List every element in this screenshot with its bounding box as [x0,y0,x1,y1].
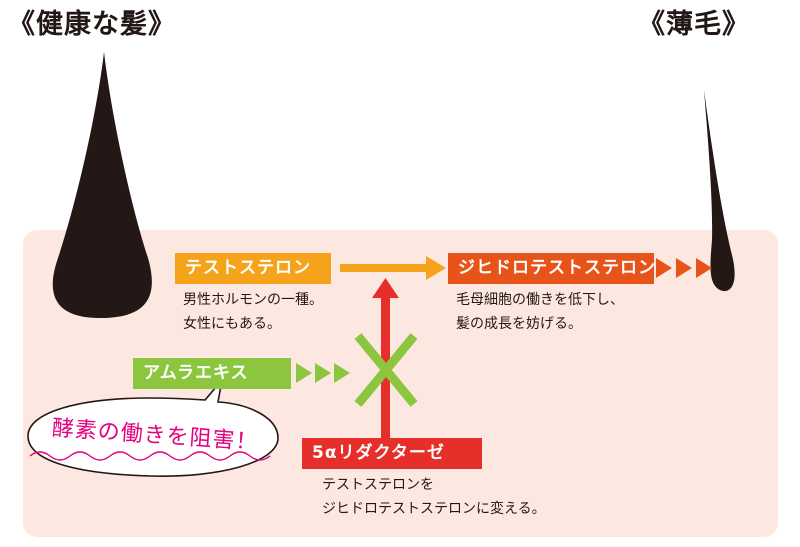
reductase-desc-line2: ジヒドロテストステロンに変える。 [322,501,546,517]
heading-healthy-hair: 《健康な髪》 [8,9,176,40]
healthy-hair-illustration [52,52,152,318]
x-mark-icon [354,333,418,407]
thin-hair-illustration [704,90,735,292]
testosterone-desc-line1: 男性ホルモンの一種。 [183,292,323,308]
testosterone-label: テストステロン [175,253,331,284]
dht-desc-line2: 髪の成長を妨げる。 [456,316,582,332]
speech-bubble [27,377,279,477]
reductase-label: 5αリダクターゼ [302,438,482,469]
arrow-right-icon [340,256,446,280]
amla-label: アムラエキス [133,358,291,389]
testosterone-desc-line2: 女性にもある。 [183,316,281,332]
dht-label: ジヒドロテストステロン [448,253,655,284]
dht-desc-line1: 毛母細胞の働きを低下し、 [456,292,624,308]
green-chevron-icon [296,363,350,383]
reductase-desc-line1: テストステロンを [322,477,434,493]
triple-chevron-icon [656,258,712,278]
heading-thinning-hair: 《薄毛》 [638,9,750,40]
